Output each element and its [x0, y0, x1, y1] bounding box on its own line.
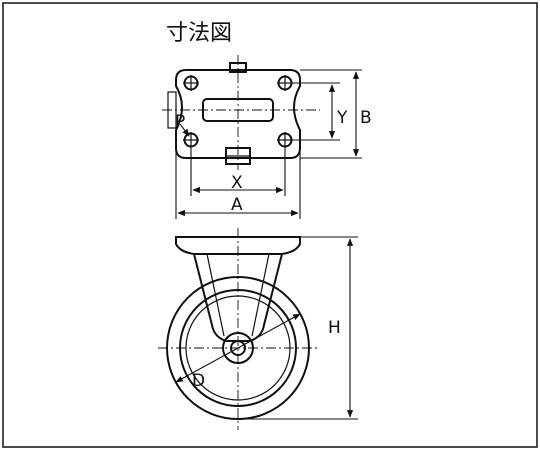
mounting-plate-outline: [175, 69, 301, 159]
dim-label-h: H: [328, 318, 341, 338]
dim-d-line: [175, 313, 301, 383]
dim-label-a: A: [231, 195, 243, 215]
dim-label-d: D: [192, 371, 205, 391]
side-view: D H: [158, 228, 358, 430]
p-leader: [179, 123, 190, 137]
dim-label-b: B: [360, 108, 372, 128]
dim-label-p: P: [175, 112, 185, 132]
dim-label-x: X: [231, 173, 243, 193]
drawing-title: 寸法図: [166, 21, 232, 46]
top-view: P Y B X A: [162, 55, 372, 219]
dim-label-y: Y: [336, 108, 348, 128]
